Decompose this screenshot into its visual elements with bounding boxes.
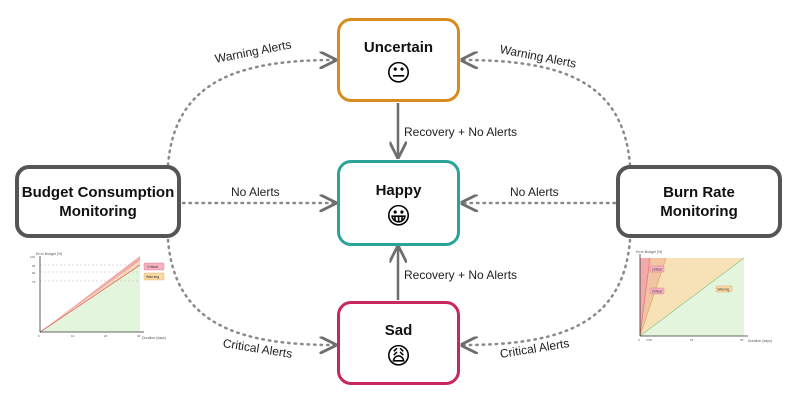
edge-budget-to-sad	[166, 238, 335, 345]
burn-thumb-badge-critical-2: Critical	[652, 290, 662, 294]
budget-thumb-xlabel: Duration (days)	[142, 336, 166, 340]
state-uncertain-label: Uncertain	[363, 38, 434, 56]
budget-thumb-badge-critical: Critical	[147, 265, 158, 269]
neutral-face-icon: 😐	[385, 59, 412, 87]
burn-thumb-xtick: 0	[638, 338, 640, 342]
budget-thumb-ylabel: Error Budget (%)	[36, 252, 62, 256]
budget-thumb-ytick: 95	[32, 264, 36, 268]
budget-monitor-line2: Monitoring	[59, 202, 137, 220]
edge-label-no-alerts-left: No Alerts	[231, 185, 280, 199]
budget-thumbnail-chart: Error Budget (%) Duration (days) 100 95 …	[30, 252, 166, 340]
burn-monitor-line1: Burn Rate	[663, 183, 735, 201]
burn-thumb-xtick: 15	[690, 338, 694, 342]
edge-burn-to-sad	[462, 238, 632, 345]
budget-thumb-xtick: 10	[71, 334, 75, 338]
edge-label-no-alerts-right: No Alerts	[510, 185, 559, 199]
budget-consumption-thumbnail: Error Budget (%) Duration (days) 100 95 …	[28, 252, 168, 344]
state-happy: Happy 😀	[337, 160, 460, 246]
state-uncertain: Uncertain 😐	[337, 18, 460, 102]
edge-label-recovery-top: Recovery + No Alerts	[404, 125, 518, 139]
burn-thumb-xtick: 30	[740, 338, 744, 342]
budget-thumb-badge-warning: Warning	[146, 275, 159, 279]
burn-rate-thumbnail: Error Budget (%) Duration (days) 0 2.08 …	[630, 248, 780, 348]
burn-thumb-xtick: 2.08	[646, 338, 652, 342]
edge-budget-to-uncertain	[166, 60, 335, 167]
burn-thumb-xlabel: Duration (days)	[748, 339, 772, 343]
burn-thumbnail-chart: Error Budget (%) Duration (days) 0 2.08 …	[636, 250, 772, 343]
burn-thumb-badge-critical-1: Critical	[652, 268, 662, 272]
budget-thumb-ytick: 100	[30, 255, 35, 259]
state-happy-label: Happy	[375, 181, 422, 199]
budget-thumb-ytick: 90	[32, 271, 36, 275]
state-sad-label: Sad	[384, 321, 413, 339]
burn-thumb-badge-warning: Warning	[718, 288, 730, 292]
budget-thumb-xtick: 30	[137, 334, 141, 338]
budget-thumb-xtick: 0	[38, 334, 40, 338]
burn-thumb-ylabel: Error Budget (%)	[636, 250, 662, 254]
state-sad: Sad 😩	[337, 301, 460, 385]
burn-rate-monitoring-box: Burn Rate Monitoring	[616, 165, 782, 238]
weary-face-icon: 😩	[385, 342, 412, 370]
budget-consumption-monitoring-box: Budget Consumption Monitoring	[15, 165, 181, 238]
edge-burn-to-uncertain	[462, 60, 632, 167]
budget-thumb-ytick: 75	[32, 280, 36, 284]
edge-label-recovery-bottom: Recovery + No Alerts	[404, 268, 518, 282]
grinning-face-icon: 😀	[385, 202, 412, 230]
burn-monitor-line2: Monitoring	[660, 202, 738, 220]
budget-monitor-line1: Budget Consumption	[21, 183, 175, 201]
budget-thumb-xtick: 20	[104, 334, 108, 338]
